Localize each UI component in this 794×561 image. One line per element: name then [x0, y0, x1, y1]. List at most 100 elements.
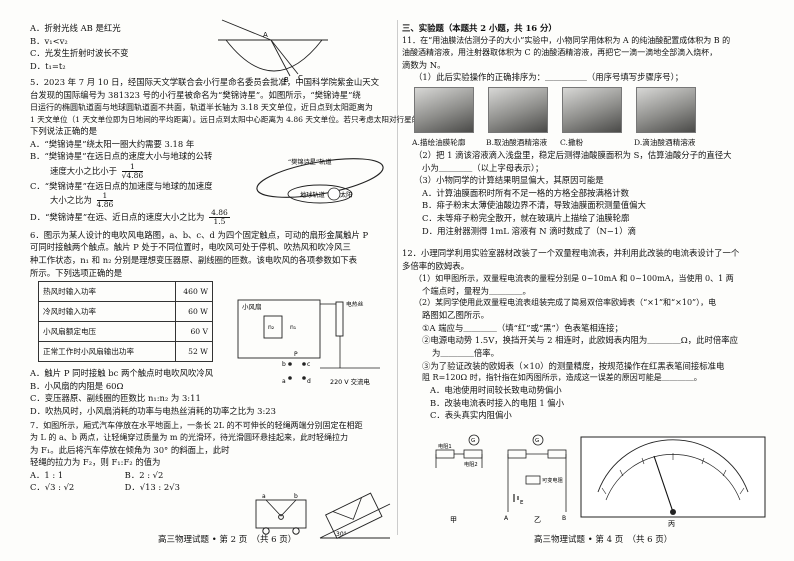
q12-item: 阻 R=120Ω 时，指针指在如丙图所示，造成这一误差的原因可能是＿＿＿＿。 [422, 373, 702, 383]
q6-option: C．变压器原、副线圈的匝数比 n₁:n₂ 为 3:11 [30, 393, 201, 404]
terminal-b-label: B [562, 515, 566, 522]
q12-item: ①A 端应与＿＿＿＿（填“红”或“黑”）色表笔相连接； [422, 322, 623, 333]
q7-van-figure: a b 30° [255, 492, 391, 539]
q11-line: 滴数为 N。 [402, 59, 446, 70]
q5-stem: 5．2023 年 7 月 10 日，经国际天文学联合会小行星命名委员会批准，中国… [30, 76, 443, 137]
q5-line: 日运行的椭圆轨道面与地球圆轨道面不共面，轨道半长轴为 3.18 天文单位，近日点… [30, 102, 373, 112]
q6-slider-p: P [294, 351, 298, 358]
table-cell: 52 W [175, 341, 213, 363]
q12-ohmmeter-dial: 丙 [580, 436, 766, 528]
q5-option-d-text: D．“樊锦诗星”在远、近日点的速度大小之比为 [30, 211, 205, 222]
q5-option-b-line2: 速度大小之比小于 1√4.86 [30, 162, 390, 180]
photo-caption: B.取油酸酒精溶液 [486, 138, 548, 148]
left-column: A．折射光线 AB 是红光 B．v₁<v₂ C．光发生折射时波长不变 D．t₁=… [30, 19, 443, 539]
q7-option: A．1 : 1 [30, 469, 64, 480]
fraction-denominator: 4.86 [96, 200, 114, 210]
photo-drop-solution [636, 86, 696, 133]
q7-line: 轻绳的拉力为 F₂，则 F₁:F₂ 的值为 [30, 457, 161, 468]
q12-item: ③为了验证改装的欧姆表（×10）的测量精度，按规范操作在红黑表笔间接标准电 [422, 360, 725, 371]
q6-line: 种工作状态，n₁ 和 n₂ 分别是理想变压器原、副线圈的匝数。该电吹风的各项参数… [30, 254, 357, 265]
q12-part-1-cont: 个端点时，量程为＿＿＿＿。 [422, 285, 531, 296]
q4-label-b: B [284, 76, 289, 84]
q12-item: ②电源电动势 1.5V，换挡开关与 2 相连时，此欧姆表内阻为＿＿＿＿Ω，此时倍… [422, 335, 738, 346]
figure-jia-label: 甲 [450, 516, 457, 524]
q11-line: 11．在“用油膜法估测分子的大小”实验中，小物同学用体积为 A 的纯油酸配置成体… [402, 35, 731, 45]
q7-option: C．√3 : √2 [30, 482, 75, 493]
q7-options-row2: C．√3 : √2 D．√13 : 2√3 [30, 481, 390, 494]
q12-item: 为＿＿＿＿倍率。 [432, 347, 499, 358]
q7-option: D．√13 : 2√3 [124, 482, 180, 493]
galvanometer-label: G [471, 438, 475, 444]
q5-line: 台发现的国际编号为 381323 号的小行星被命名为“樊锦诗星”。如图所示，“樊… [30, 90, 361, 101]
q6-fan-label: 小风扇 [242, 302, 262, 311]
q5-line: 下列说法正确的是 [30, 126, 97, 137]
q11-part-1: （1）此后实验操作的正确排序为：＿＿＿＿＿（用序号填写步骤序号）； [414, 72, 684, 83]
q5-sun-label: 太阳 [340, 191, 352, 199]
q12-circuit-figures: G 电阻1 电阻2 甲 G 可变电阻 E A B 乙 [435, 434, 567, 524]
q7-line: 为 F₁。此后将汽车停放在倾角为 30° 的斜面上，此时 [30, 444, 230, 455]
q11-options: A．计算油膜面积时所有不足一格的方格全部按满格计数 B．痱子粉末太薄使油酸边界不… [402, 187, 766, 237]
fraction-numerator: 1 [96, 192, 114, 202]
q6-n1-label: n₁ [290, 324, 297, 331]
q6-contact-a: a [282, 378, 286, 385]
q11-option: D．用注射器测得 1mL 溶液有 N 滴时数成了（N−1）滴 [422, 225, 636, 236]
table-cell: 小风扇额定电压 [38, 321, 176, 343]
fraction-denominator: √4.86 [121, 170, 144, 180]
q4-label-a: A [263, 31, 268, 39]
q12-options: A．电池使用时间较长致电动势偏小 B．改装电流表时接入的电阻 1 偏小 C．表头… [402, 384, 766, 422]
q7-option: B．2 : √2 [124, 469, 164, 480]
q11-option: C．未等痱子粉完全散开，就在玻璃片上描绘了油膜轮廓 [422, 213, 630, 224]
q4-option: B．v₁<v₂ [30, 35, 68, 46]
figure-bing-label: 丙 [668, 520, 675, 528]
column-divider [397, 20, 398, 535]
fraction-numerator: 4.86 [209, 207, 230, 218]
q4-refraction-figure: A B C [218, 19, 328, 84]
q5-orbit-figure: “樊锦诗星”轨道 地球轨道 太阳 [256, 158, 384, 204]
q12-option: A．电池使用时间较长致电动势偏小 [430, 385, 562, 396]
q7-angle-label: 30° [336, 531, 347, 538]
q6-line: 可同时接触两个触点。触片 P 处于不同位置时，电吹风可处于停机、吹热风和吹冷风三 [30, 242, 351, 253]
q5-line: 1 天文单位（1 天文单位即为日地间的平均距离）。远日点到太阳中心距离为 4.8… [30, 114, 443, 124]
q12-part-2-items: ①A 端应与＿＿＿＿（填“红”或“黑”）色表笔相连接； ②电源电动势 1.5V，… [402, 322, 766, 384]
q12-option: B．改装电流表时接入的电阻 1 偏小 [430, 397, 565, 408]
q6-ac-label: 220 V 交流电 [330, 377, 370, 386]
footer-page-2: 高三物理试题 • 第 2 页 （共 6 页） [158, 535, 297, 546]
q7-point-b-left: b [294, 493, 298, 500]
q4-label-c: C [298, 74, 303, 82]
q5-earth-orbit-label: 地球轨道 [300, 191, 325, 199]
photo-caption: C.撒粉 [560, 138, 584, 148]
footer-page-4: 高三物理试题 • 第 4 页 （共 6 页） [534, 535, 673, 546]
q7-options-row1: A．1 : 1 B．2 : √2 [30, 469, 390, 482]
q6-stem: 6．图示为某人设计的电吹风电路图，a、b、c、d 为四个固定触点，可动的扇形金属… [30, 229, 390, 279]
q11-option: B．痱子粉末太薄使油酸边界不清，导致油膜面积测量值偏大 [422, 200, 646, 211]
q6-options: A．触片 P 同时接触 bc 两个触点时电吹风吹冷风 B．小风扇的内阻是 60Ω… [30, 367, 390, 417]
q6-option: D．吹热风时，小风扇消耗的功率与电热丝消耗的功率之比为 3:23 [30, 406, 276, 416]
emf-label: E [520, 500, 524, 506]
table-cell: 460 W [175, 281, 213, 303]
q12-part-1: （1）如甲图所示，双量程电流表的量程分别是 0~10mA 和 0~100mA，当… [414, 273, 734, 283]
q4-option: D．t₁=t₂ [30, 60, 66, 71]
photo-caption: A.描绘油膜轮廓 [412, 138, 466, 148]
q4-options: A．折射光线 AB 是红光 B．v₁<v₂ C．光发生折射时波长不变 D．t₁=… [30, 22, 390, 72]
q5-option-c-text: 大小之比为 [50, 195, 92, 206]
q11-line: 油酸酒精溶液，用注射器取体积为 C 的油酸酒精溶液，再把它一滴一滴地全部滴入烧杯… [402, 47, 718, 57]
q4-option: C．光发生折射时波长不变 [30, 48, 129, 59]
section-heading: 三、实验题（本题共 2 小题，共 16 分） [402, 23, 557, 33]
photo-trace-film [414, 86, 474, 133]
q5-option-b-line1: B．“樊锦诗星”在远日点的速度大小与地球的公转 [30, 151, 213, 162]
photo-sprinkle-powder [562, 86, 622, 133]
resistor-1-label: 电阻1 [438, 442, 452, 450]
q11-photos [414, 86, 766, 137]
galvanometer-label-2: G [535, 438, 539, 444]
q7-stem: 7．如图所示，厢式汽车停放在水平地面上，一条长 2L 的不可伸长的轻绳两端分别固… [30, 420, 390, 469]
q12-part-2: （2）某同学使用此双量程电流表组装完成了简易双倍率欧姆表（“×1”和“×10”）… [414, 298, 717, 308]
